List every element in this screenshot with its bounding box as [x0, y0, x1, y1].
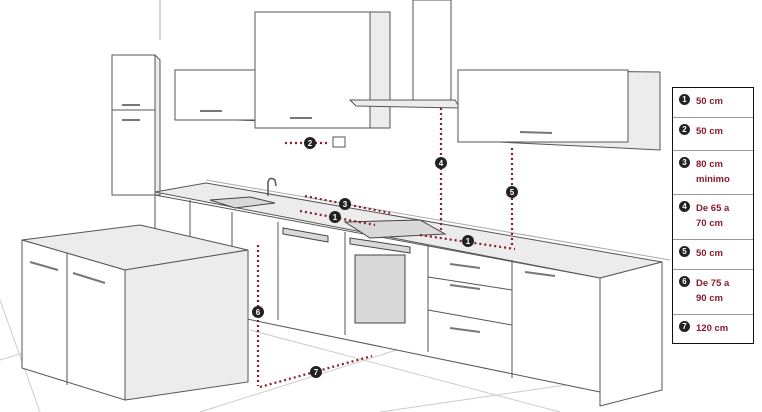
- legend-item: 3 80 cm minimo: [673, 151, 753, 195]
- legend-value: De 65 a: [696, 203, 730, 214]
- svg-text:5: 5: [510, 188, 515, 197]
- legend-number: 5: [679, 246, 690, 257]
- marker-3: 3: [339, 198, 351, 210]
- svg-text:7: 7: [314, 368, 319, 377]
- svg-text:2: 2: [308, 139, 313, 148]
- legend-value: 70 cm: [696, 218, 723, 229]
- marker-1a: 1: [329, 211, 341, 223]
- svg-text:3: 3: [343, 200, 348, 209]
- walls: [159, 0, 671, 261]
- legend-item: 7 120 cm: [673, 315, 753, 342]
- oven-window: [354, 254, 406, 324]
- sink: [209, 177, 277, 209]
- wall-cabinets-left: [174, 11, 391, 129]
- legend-item: 2 50 cm: [673, 118, 753, 151]
- legend-number: 2: [679, 124, 690, 135]
- legend-value: minimo: [696, 174, 730, 185]
- legend-value: 50 cm: [696, 96, 723, 107]
- legend-item: 6 De 75 a 90 cm: [673, 270, 753, 315]
- range-hood: [348, 0, 461, 109]
- legend-value: 50 cm: [696, 126, 723, 137]
- legend-item: 1 50 cm: [673, 88, 753, 118]
- dishwasher-panel: [282, 227, 329, 243]
- measurements-legend: 1 50 cm 2 50 cm 3 80 cm minimo 4 De 65 a 70 cm…: [672, 87, 754, 344]
- legend-value: De 75 a: [696, 278, 730, 289]
- legend-value: 80 cm: [696, 159, 723, 170]
- legend-number: 6: [679, 276, 690, 287]
- legend-number: 4: [679, 201, 690, 212]
- legend-item: 4 De 65 a 70 cm: [673, 195, 753, 240]
- legend-value: 90 cm: [696, 293, 723, 304]
- power-outlet: [332, 136, 346, 148]
- legend-value: 120 cm: [696, 323, 729, 334]
- svg-text:1: 1: [333, 213, 338, 222]
- marker-2: 2: [304, 137, 316, 149]
- marker-5: 5: [506, 186, 518, 198]
- wall-cabinet-right: [457, 69, 661, 151]
- svg-text:1: 1: [466, 237, 471, 246]
- marker-6: 6: [252, 306, 264, 318]
- svg-text:6: 6: [256, 308, 261, 317]
- legend-number: 7: [679, 321, 690, 332]
- kitchen-island: [21, 224, 249, 401]
- legend-number: 1: [679, 94, 690, 105]
- svg-text:4: 4: [439, 159, 444, 168]
- legend-value: 50 cm: [696, 248, 723, 259]
- legend-item: 5 50 cm: [673, 240, 753, 270]
- marker-4: 4: [435, 157, 447, 169]
- tall-cabinet: [111, 54, 161, 196]
- legend-number: 3: [679, 157, 690, 168]
- marker-1b: 1: [462, 235, 474, 247]
- marker-7: 7: [310, 366, 322, 378]
